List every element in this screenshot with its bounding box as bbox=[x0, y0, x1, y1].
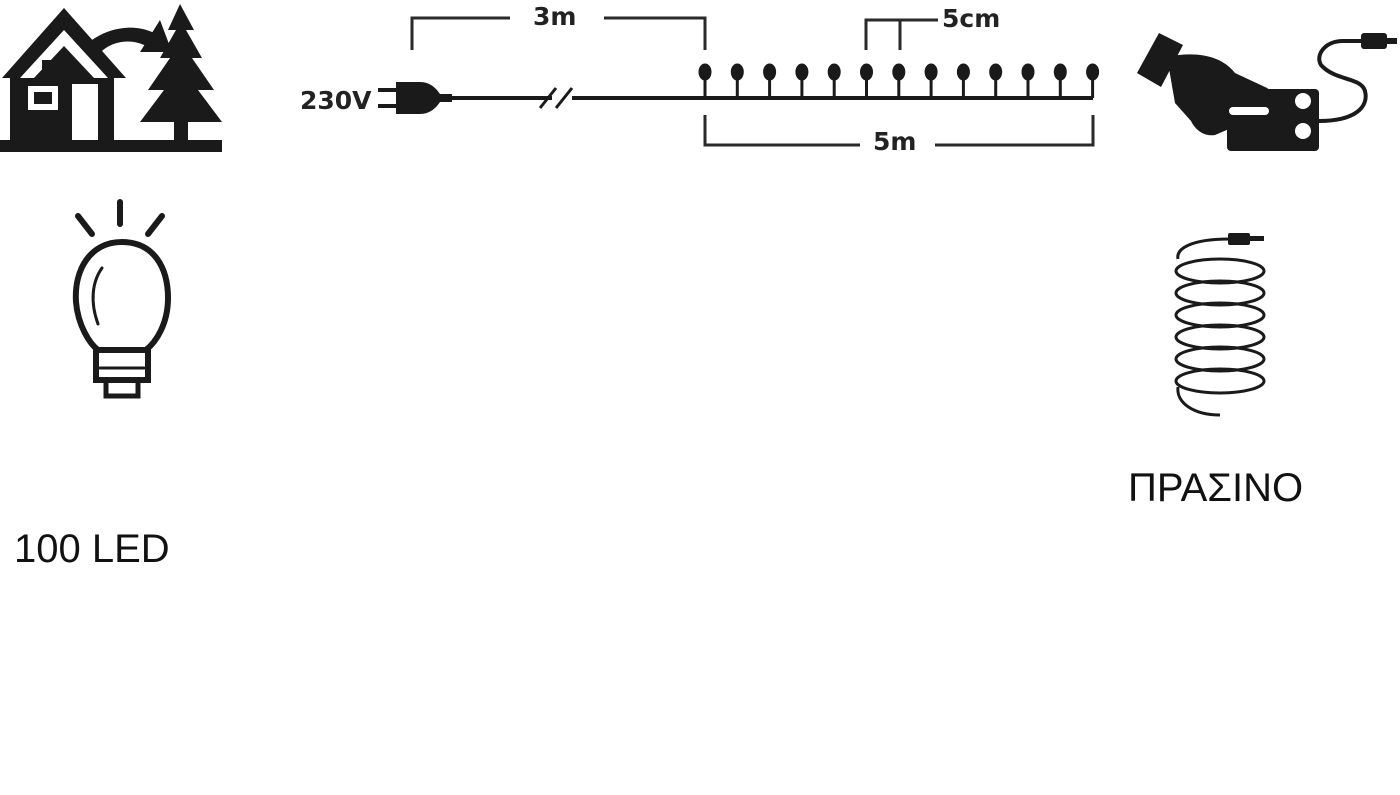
coiled-wire-icon bbox=[1174, 233, 1266, 417]
lit-length-label: 5m bbox=[873, 127, 917, 156]
hand-controller-icon bbox=[1137, 33, 1397, 151]
led-bead bbox=[698, 63, 712, 81]
led-bead bbox=[956, 63, 970, 81]
spacing-bracket bbox=[864, 18, 938, 50]
lead-length-bracket bbox=[410, 16, 510, 50]
lit-length-bracket bbox=[703, 115, 860, 147]
color-label: ΠΡΑΣΙΝΟ bbox=[1128, 466, 1304, 510]
plug-icon bbox=[378, 82, 452, 114]
led-bead bbox=[730, 63, 744, 81]
led-bead bbox=[795, 63, 809, 81]
house-tree-icon bbox=[0, 4, 222, 152]
led-bead bbox=[924, 63, 938, 81]
spacing-label: 5cm bbox=[942, 4, 1001, 33]
led-bead bbox=[763, 63, 777, 81]
led-bead bbox=[860, 63, 873, 81]
led-bead bbox=[1021, 63, 1035, 81]
led-bead bbox=[892, 63, 906, 81]
voltage-label: 230V bbox=[300, 86, 372, 115]
led-bead bbox=[989, 63, 1003, 81]
light-string-diagram bbox=[378, 16, 1100, 147]
led-bead bbox=[1086, 63, 1100, 81]
led-bulb-icon bbox=[72, 199, 172, 399]
led-bead bbox=[827, 63, 841, 81]
lead-length-label: 3m bbox=[533, 2, 577, 31]
led-bead bbox=[1053, 63, 1067, 81]
led-count-label: 100 LED bbox=[14, 527, 170, 571]
